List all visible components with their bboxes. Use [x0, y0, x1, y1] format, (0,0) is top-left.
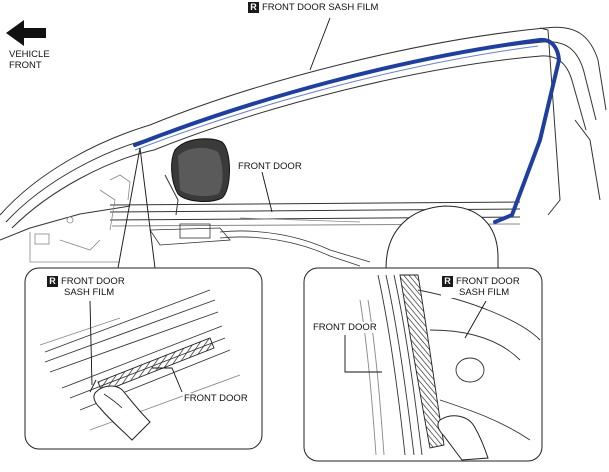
hand-left	[93, 385, 151, 441]
sash-film-strip	[133, 37, 562, 224]
callout-magnifier-right	[385, 205, 499, 269]
main-front-door-label: FRONT DOOR	[237, 161, 303, 172]
leader-lines	[261, 17, 331, 213]
vehicle-front-line1: VEHICLE	[9, 49, 50, 60]
left-sash-line2: SASH FILM	[64, 287, 115, 298]
hand-right	[437, 415, 489, 461]
right-sash-line1: FRONT DOOR	[456, 276, 520, 287]
left-sash-line1: FRONT DOOR	[61, 276, 125, 287]
left-front-door-label: FRONT DOOR	[183, 393, 249, 404]
right-front-door-label: FRONT DOOR	[312, 322, 378, 333]
right-sash-line2: SASH FILM	[459, 287, 510, 298]
replace-badge: R	[248, 2, 259, 13]
vehicle-front-label: VEHICLE FRONT	[8, 49, 51, 71]
vehicle-front-line2: FRONT	[9, 60, 42, 71]
left-arrow-icon	[6, 20, 46, 46]
top-sash-film-text: FRONT DOOR SASH FILM	[262, 2, 379, 13]
sash-film-edge	[134, 45, 539, 151]
door-frame	[0, 26, 607, 241]
side-mirror	[164, 138, 230, 216]
replace-badge: R	[47, 276, 58, 287]
detail-leaders	[89, 300, 487, 393]
right-detail-box	[303, 267, 543, 462]
callout-wedge-left	[117, 147, 156, 269]
replace-badge: R	[442, 276, 453, 287]
